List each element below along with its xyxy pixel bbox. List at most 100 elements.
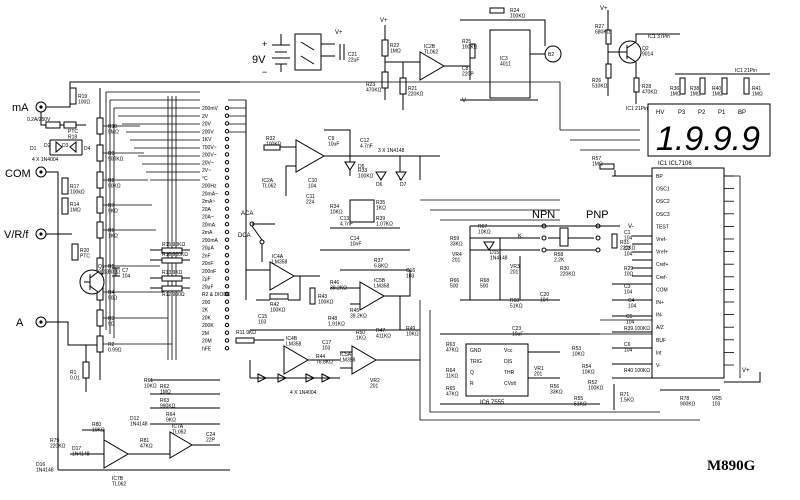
range-contact[interactable] bbox=[224, 152, 230, 157]
svg-text:D6: D6 bbox=[376, 182, 383, 188]
range-contact[interactable] bbox=[224, 136, 230, 142]
range-contact[interactable] bbox=[224, 214, 230, 219]
range-switch[interactable]: 200mV2V20V200V1KV700V~200V~20V~2V~°C200H… bbox=[202, 105, 231, 352]
diode-d7 bbox=[395, 171, 407, 181]
range-contact[interactable] bbox=[224, 307, 230, 312]
aca-dca-selector[interactable]: ACA DCA bbox=[238, 211, 275, 262]
range-label: R2 & DIODE bbox=[202, 292, 231, 298]
range-contact[interactable] bbox=[224, 183, 230, 188]
range-contact[interactable] bbox=[224, 206, 230, 211]
range-contact[interactable] bbox=[224, 191, 230, 196]
range-contact[interactable] bbox=[224, 175, 230, 180]
range-contact[interactable] bbox=[224, 129, 230, 134]
ic6-pin-label: Vcc bbox=[504, 348, 513, 354]
resistor-r25 bbox=[469, 43, 476, 59]
jack-ma-label: mA bbox=[12, 102, 29, 114]
range-label: 20A bbox=[202, 207, 212, 213]
dca-label: DCA bbox=[238, 233, 251, 239]
jack-com[interactable]: COM bbox=[5, 166, 47, 180]
range-contact[interactable] bbox=[224, 322, 230, 328]
range-contact[interactable] bbox=[224, 237, 230, 242]
resistor-r36 bbox=[679, 77, 686, 95]
range-contact[interactable] bbox=[224, 315, 230, 320]
diode-d4 bbox=[69, 140, 77, 154]
resistor-r23 bbox=[381, 71, 389, 89]
ic1-pin-label: A/Z bbox=[656, 325, 664, 331]
ic6-pin-label: R bbox=[470, 381, 474, 387]
range-contact[interactable] bbox=[224, 229, 230, 235]
transistor-q1 bbox=[79, 269, 105, 295]
diode-d5 bbox=[344, 161, 356, 171]
range-contact[interactable] bbox=[224, 268, 230, 273]
range-label: 20μF bbox=[202, 284, 214, 290]
resistor-r21 bbox=[399, 77, 407, 95]
range-contact[interactable] bbox=[224, 291, 230, 297]
range-contact[interactable] bbox=[224, 284, 230, 289]
range-contact[interactable] bbox=[224, 299, 230, 304]
range-contact[interactable] bbox=[224, 121, 230, 126]
range-label: 2K bbox=[202, 308, 209, 314]
range-contact[interactable] bbox=[224, 222, 230, 227]
ic1-pin-label: OSC2 bbox=[656, 199, 670, 205]
ic6-pin-label: THR bbox=[504, 370, 515, 376]
ic1-pin-label: Vref- bbox=[656, 237, 667, 243]
range-contact[interactable] bbox=[224, 144, 230, 149]
lcd-annunciator: P1 bbox=[718, 110, 726, 116]
resistor-r26 bbox=[605, 63, 612, 79]
ic6-pin-label: GND bbox=[470, 348, 482, 354]
range-contact[interactable] bbox=[224, 167, 230, 173]
jack-vrf[interactable]: V/R/f bbox=[4, 228, 47, 241]
range-contact[interactable] bbox=[224, 330, 230, 335]
jack-a[interactable]: A bbox=[16, 316, 47, 329]
range-label: 20M bbox=[202, 339, 212, 345]
range-contact[interactable] bbox=[224, 276, 230, 281]
svg-text:D7: D7 bbox=[400, 182, 407, 188]
range-contact[interactable] bbox=[224, 260, 230, 266]
range-label: °C bbox=[202, 176, 208, 182]
resistor-r24 bbox=[489, 7, 505, 14]
svg-text:V-: V- bbox=[462, 98, 468, 104]
range-contact[interactable] bbox=[224, 198, 230, 204]
range-contact[interactable] bbox=[224, 338, 230, 343]
resistor-r14 bbox=[61, 197, 69, 215]
resistor-r39b-label: R39 100KΩ bbox=[624, 326, 650, 332]
range-label: 200nF bbox=[202, 269, 216, 275]
range-contact[interactable] bbox=[224, 160, 230, 165]
range-contact[interactable] bbox=[224, 245, 230, 250]
resistor-r40b-label: R40 100KΩ bbox=[624, 368, 650, 374]
opamp-ic4a bbox=[269, 261, 295, 291]
range-contact[interactable] bbox=[224, 346, 230, 351]
range-label: 2nF bbox=[202, 253, 211, 259]
battery-label: 9V bbox=[252, 54, 266, 66]
range-contact[interactable] bbox=[224, 253, 230, 258]
